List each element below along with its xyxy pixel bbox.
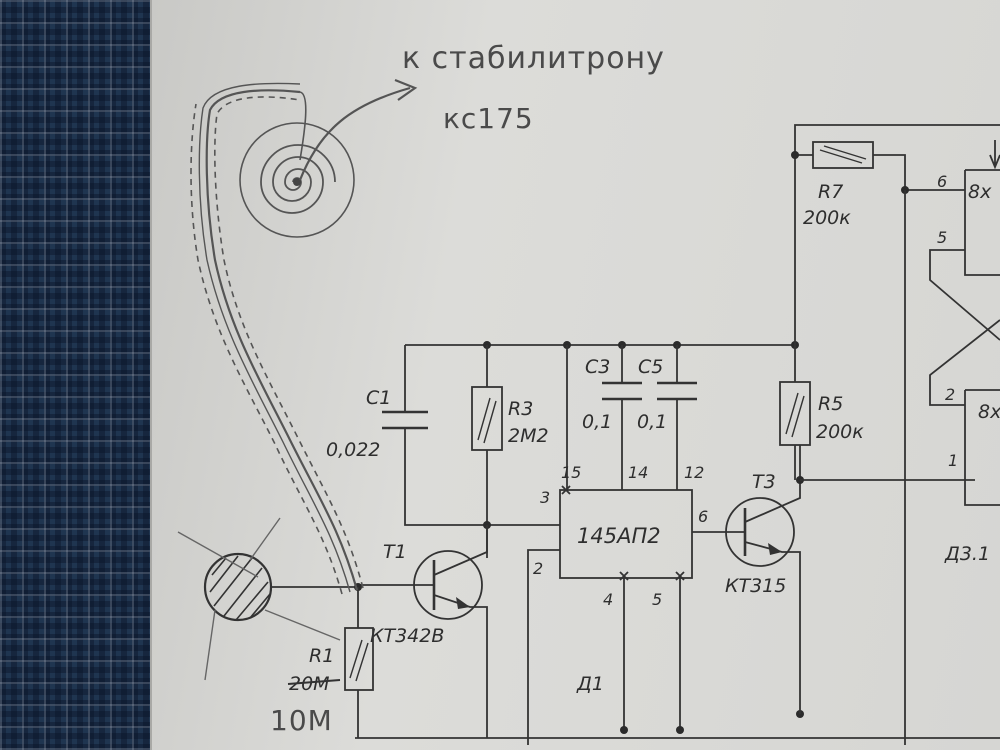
- junction-dot: [676, 726, 684, 734]
- pencil-shielded-cable: [190, 82, 364, 595]
- ic1-ref: Д1: [576, 673, 604, 695]
- ic3-pin2: 2: [945, 385, 955, 404]
- ic3-pin1: 1: [948, 451, 958, 470]
- nc-mark: [561, 485, 571, 495]
- nc-mark: [619, 571, 629, 581]
- ic1-pin14: 14: [628, 463, 648, 482]
- c1-ref: C1: [366, 387, 391, 409]
- pencil-arrow-head: [394, 78, 418, 101]
- r3-ref: R3: [508, 398, 533, 420]
- junction-dot: [791, 151, 799, 159]
- ic1-pin6: 6: [698, 507, 708, 526]
- ic3-gate-label-top: 8х: [968, 181, 992, 203]
- pencil-spiral-sensor: [239, 122, 355, 238]
- r1-ref: R1: [309, 645, 334, 667]
- ic3-pin5: 5: [937, 228, 947, 247]
- note-line1: к стабилитрону: [402, 41, 665, 76]
- resistor-r7: [794, 124, 1000, 345]
- note-line2: кс175: [443, 102, 534, 135]
- ic3-ref: Д3.1: [944, 543, 990, 565]
- c3-value: 0,1: [582, 411, 612, 433]
- capacitor-c3: [566, 345, 642, 490]
- t3-ref: T3: [752, 471, 776, 493]
- ic1-pin12: 12: [684, 463, 704, 482]
- nc-mark: [675, 571, 685, 581]
- r3-value: 2M2: [508, 425, 549, 447]
- ic1-chip: 145АП2: [577, 524, 661, 548]
- c5-ref: C5: [638, 356, 663, 378]
- transistor-t3: [692, 445, 801, 714]
- r1-value: 20M: [289, 673, 330, 695]
- ic-d3-gates: [904, 140, 1000, 745]
- r5-ref: R5: [818, 393, 843, 415]
- ic3-gate-label-bottom: 8х: [978, 401, 1000, 423]
- fabric-background: [0, 0, 165, 750]
- r7-ref: R7: [818, 181, 843, 203]
- t1-model: КТ342В: [370, 625, 444, 647]
- pin2-wire: [527, 549, 560, 745]
- c1-value: 0,022: [326, 439, 380, 461]
- capacitor-c1: [382, 345, 560, 526]
- r5-value: 200к: [816, 421, 864, 443]
- resistor-r1: [344, 587, 374, 738]
- c5-value: 0,1: [637, 411, 667, 433]
- t1-ref: T1: [383, 541, 407, 563]
- ic1-pin4: 4: [603, 590, 613, 609]
- ic1-pin3: 3: [540, 488, 550, 507]
- ic1-pin2: 2: [533, 559, 543, 578]
- t3-model: КТ315: [725, 575, 786, 597]
- ic1-pin5: 5: [652, 590, 662, 609]
- ic1-pin15: 15: [561, 463, 581, 482]
- sensor-symbol: [177, 517, 358, 681]
- junction-dot: [620, 726, 628, 734]
- c3-ref: C3: [585, 356, 610, 378]
- capacitor-c5: [657, 345, 697, 490]
- resistor-r5: [779, 345, 811, 480]
- r1-new-value: 10М: [270, 704, 333, 737]
- transistor-t1: [358, 525, 488, 738]
- pencil-arrow-line: [298, 86, 411, 181]
- r7-value: 200к: [803, 207, 851, 229]
- ic3-pin6: 6: [937, 172, 947, 191]
- r1-strike: [287, 679, 341, 685]
